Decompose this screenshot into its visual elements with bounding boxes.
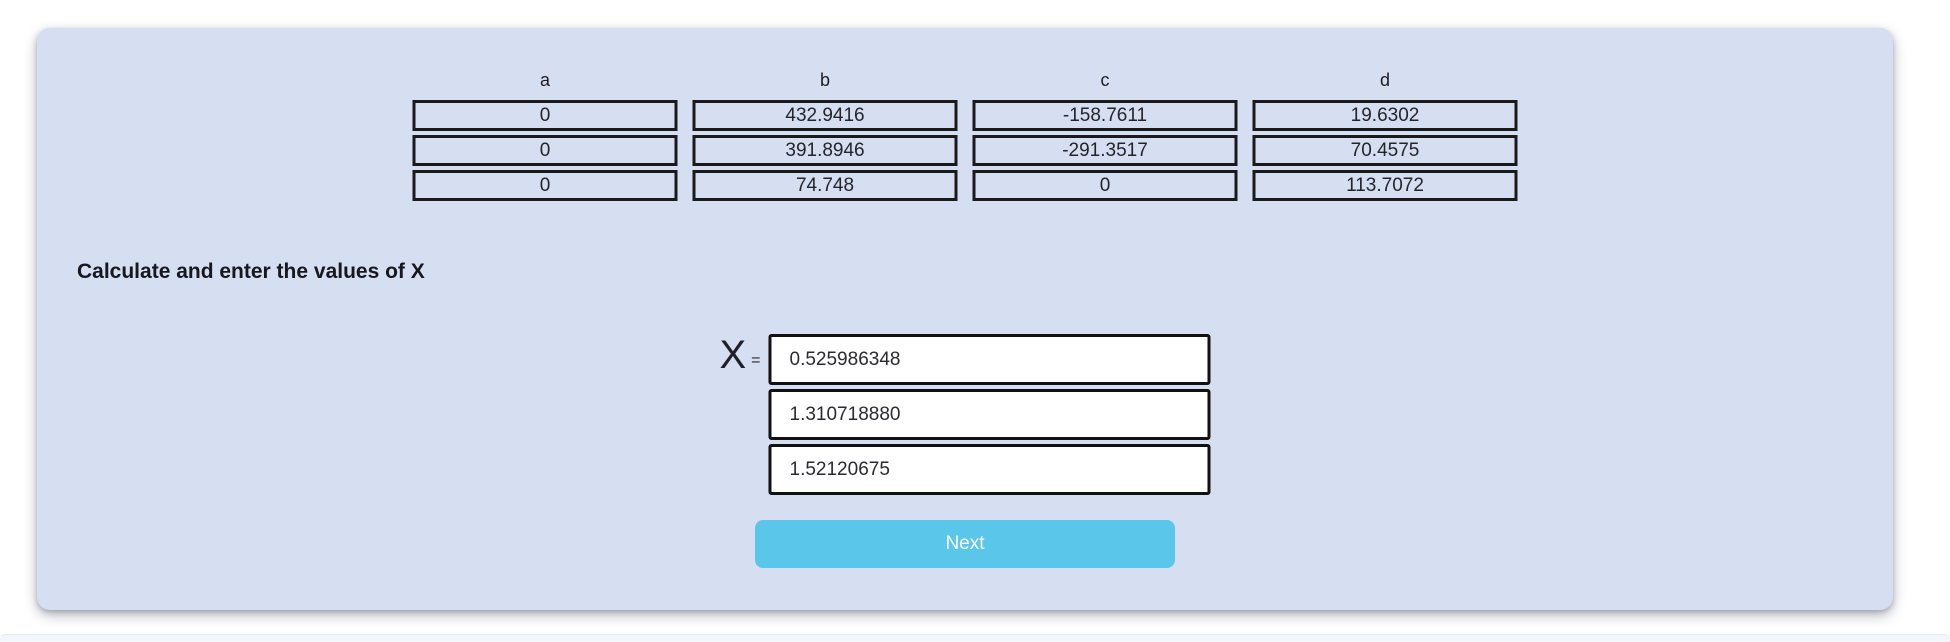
variable-x-label: X [719, 333, 747, 377]
matrix-column-b: b 432.9416 391.8946 74.748 [692, 70, 958, 205]
cell-b-2: 74.748 [692, 170, 958, 201]
equals-sign: = [751, 352, 761, 369]
cell-b-0: 432.9416 [692, 100, 958, 131]
column-header-a: a [539, 70, 550, 90]
instruction-text: Calculate and enter the values of X [77, 260, 425, 283]
cell-b-1: 391.8946 [692, 135, 958, 166]
matrix-column-d: d 19.6302 70.4575 113.7072 [1252, 70, 1518, 205]
x-equals-label: X = [719, 333, 761, 377]
quiz-panel: a 0 0 0 b 432.9416 391.8946 74.748 c -15… [37, 28, 1893, 610]
x-value-input-1[interactable] [768, 334, 1211, 385]
cell-d-2: 113.7072 [1252, 170, 1518, 201]
x-value-inputs [768, 334, 1211, 499]
cell-c-1: -291.3517 [972, 135, 1238, 166]
cell-c-2: 0 [972, 170, 1238, 201]
x-value-input-3[interactable] [768, 444, 1211, 495]
cell-d-1: 70.4575 [1252, 135, 1518, 166]
column-header-c: c [1100, 70, 1110, 90]
answer-section: X = [719, 333, 1211, 499]
column-header-b: b [819, 70, 830, 90]
matrix-column-a: a 0 0 0 [412, 70, 678, 205]
coefficient-matrix: a 0 0 0 b 432.9416 391.8946 74.748 c -15… [412, 70, 1518, 205]
footer-strip [0, 634, 1950, 642]
cell-d-0: 19.6302 [1252, 100, 1518, 131]
cell-a-1: 0 [412, 135, 678, 166]
cell-c-0: -158.7611 [972, 100, 1238, 131]
matrix-column-c: c -158.7611 -291.3517 0 [972, 70, 1238, 205]
next-button[interactable]: Next [755, 520, 1175, 568]
column-header-d: d [1379, 70, 1390, 90]
cell-a-0: 0 [412, 100, 678, 131]
cell-a-2: 0 [412, 170, 678, 201]
x-value-input-2[interactable] [768, 389, 1211, 440]
